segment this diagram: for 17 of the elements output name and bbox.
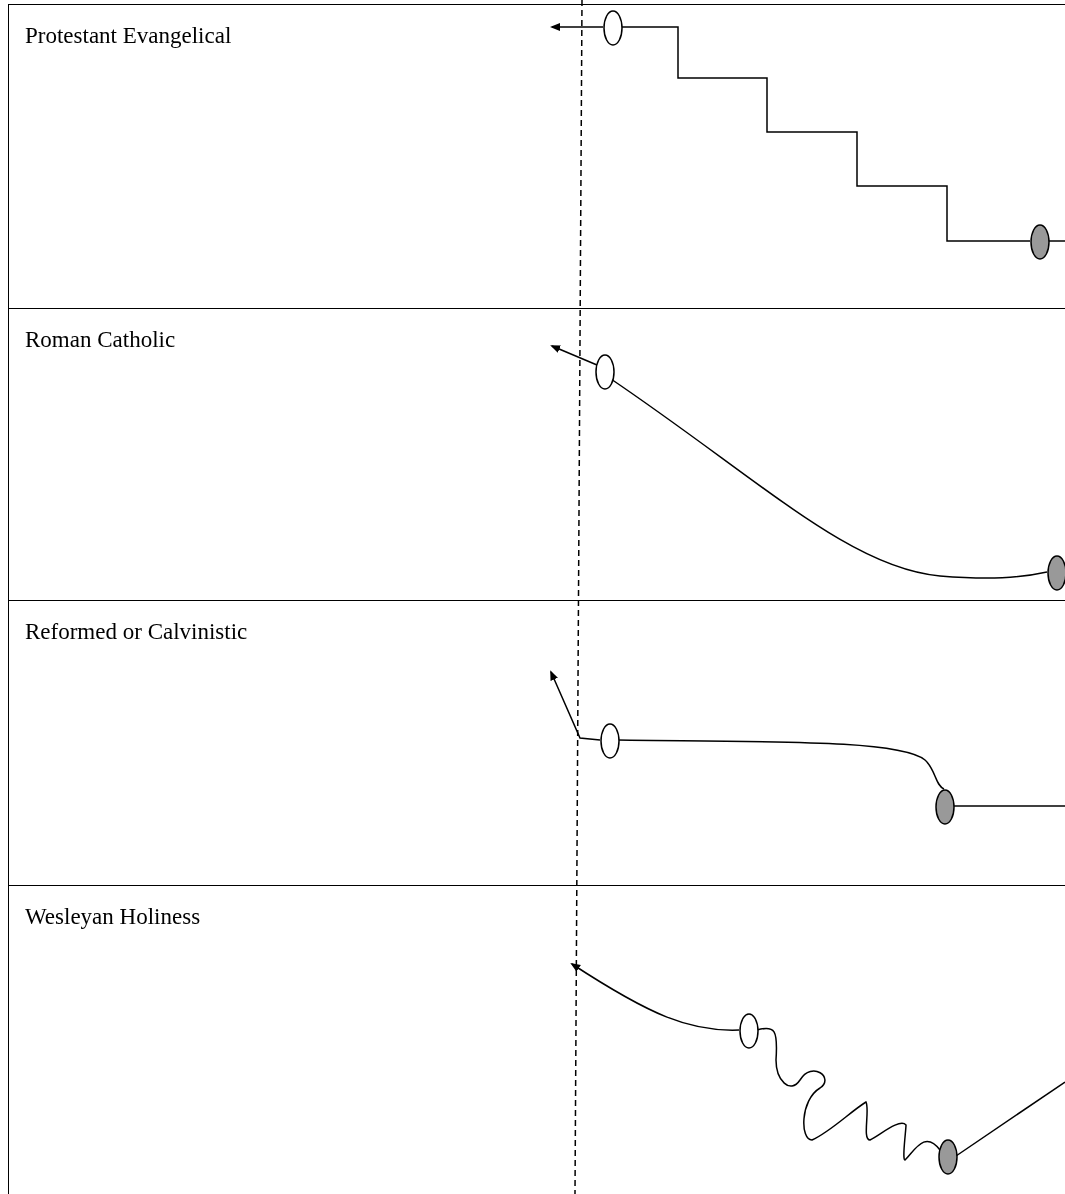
category-title: Reformed or Calvinistic xyxy=(25,619,248,645)
start-oval xyxy=(603,10,623,46)
category-title: Wesleyan Holiness xyxy=(25,904,201,930)
end-oval xyxy=(938,1139,958,1175)
start-oval xyxy=(595,354,615,390)
end-oval xyxy=(935,789,955,825)
start-oval xyxy=(600,723,620,759)
category-title: Roman Catholic xyxy=(25,327,176,353)
end-oval xyxy=(1030,224,1050,260)
start-oval xyxy=(739,1013,759,1049)
arrow xyxy=(550,23,604,31)
arrow xyxy=(550,345,598,366)
category-title: Protestant Evangelical xyxy=(25,23,232,49)
arrow xyxy=(550,670,601,741)
category-panel xyxy=(8,4,1065,309)
arrow xyxy=(570,962,740,1031)
category-panel xyxy=(8,308,1065,601)
